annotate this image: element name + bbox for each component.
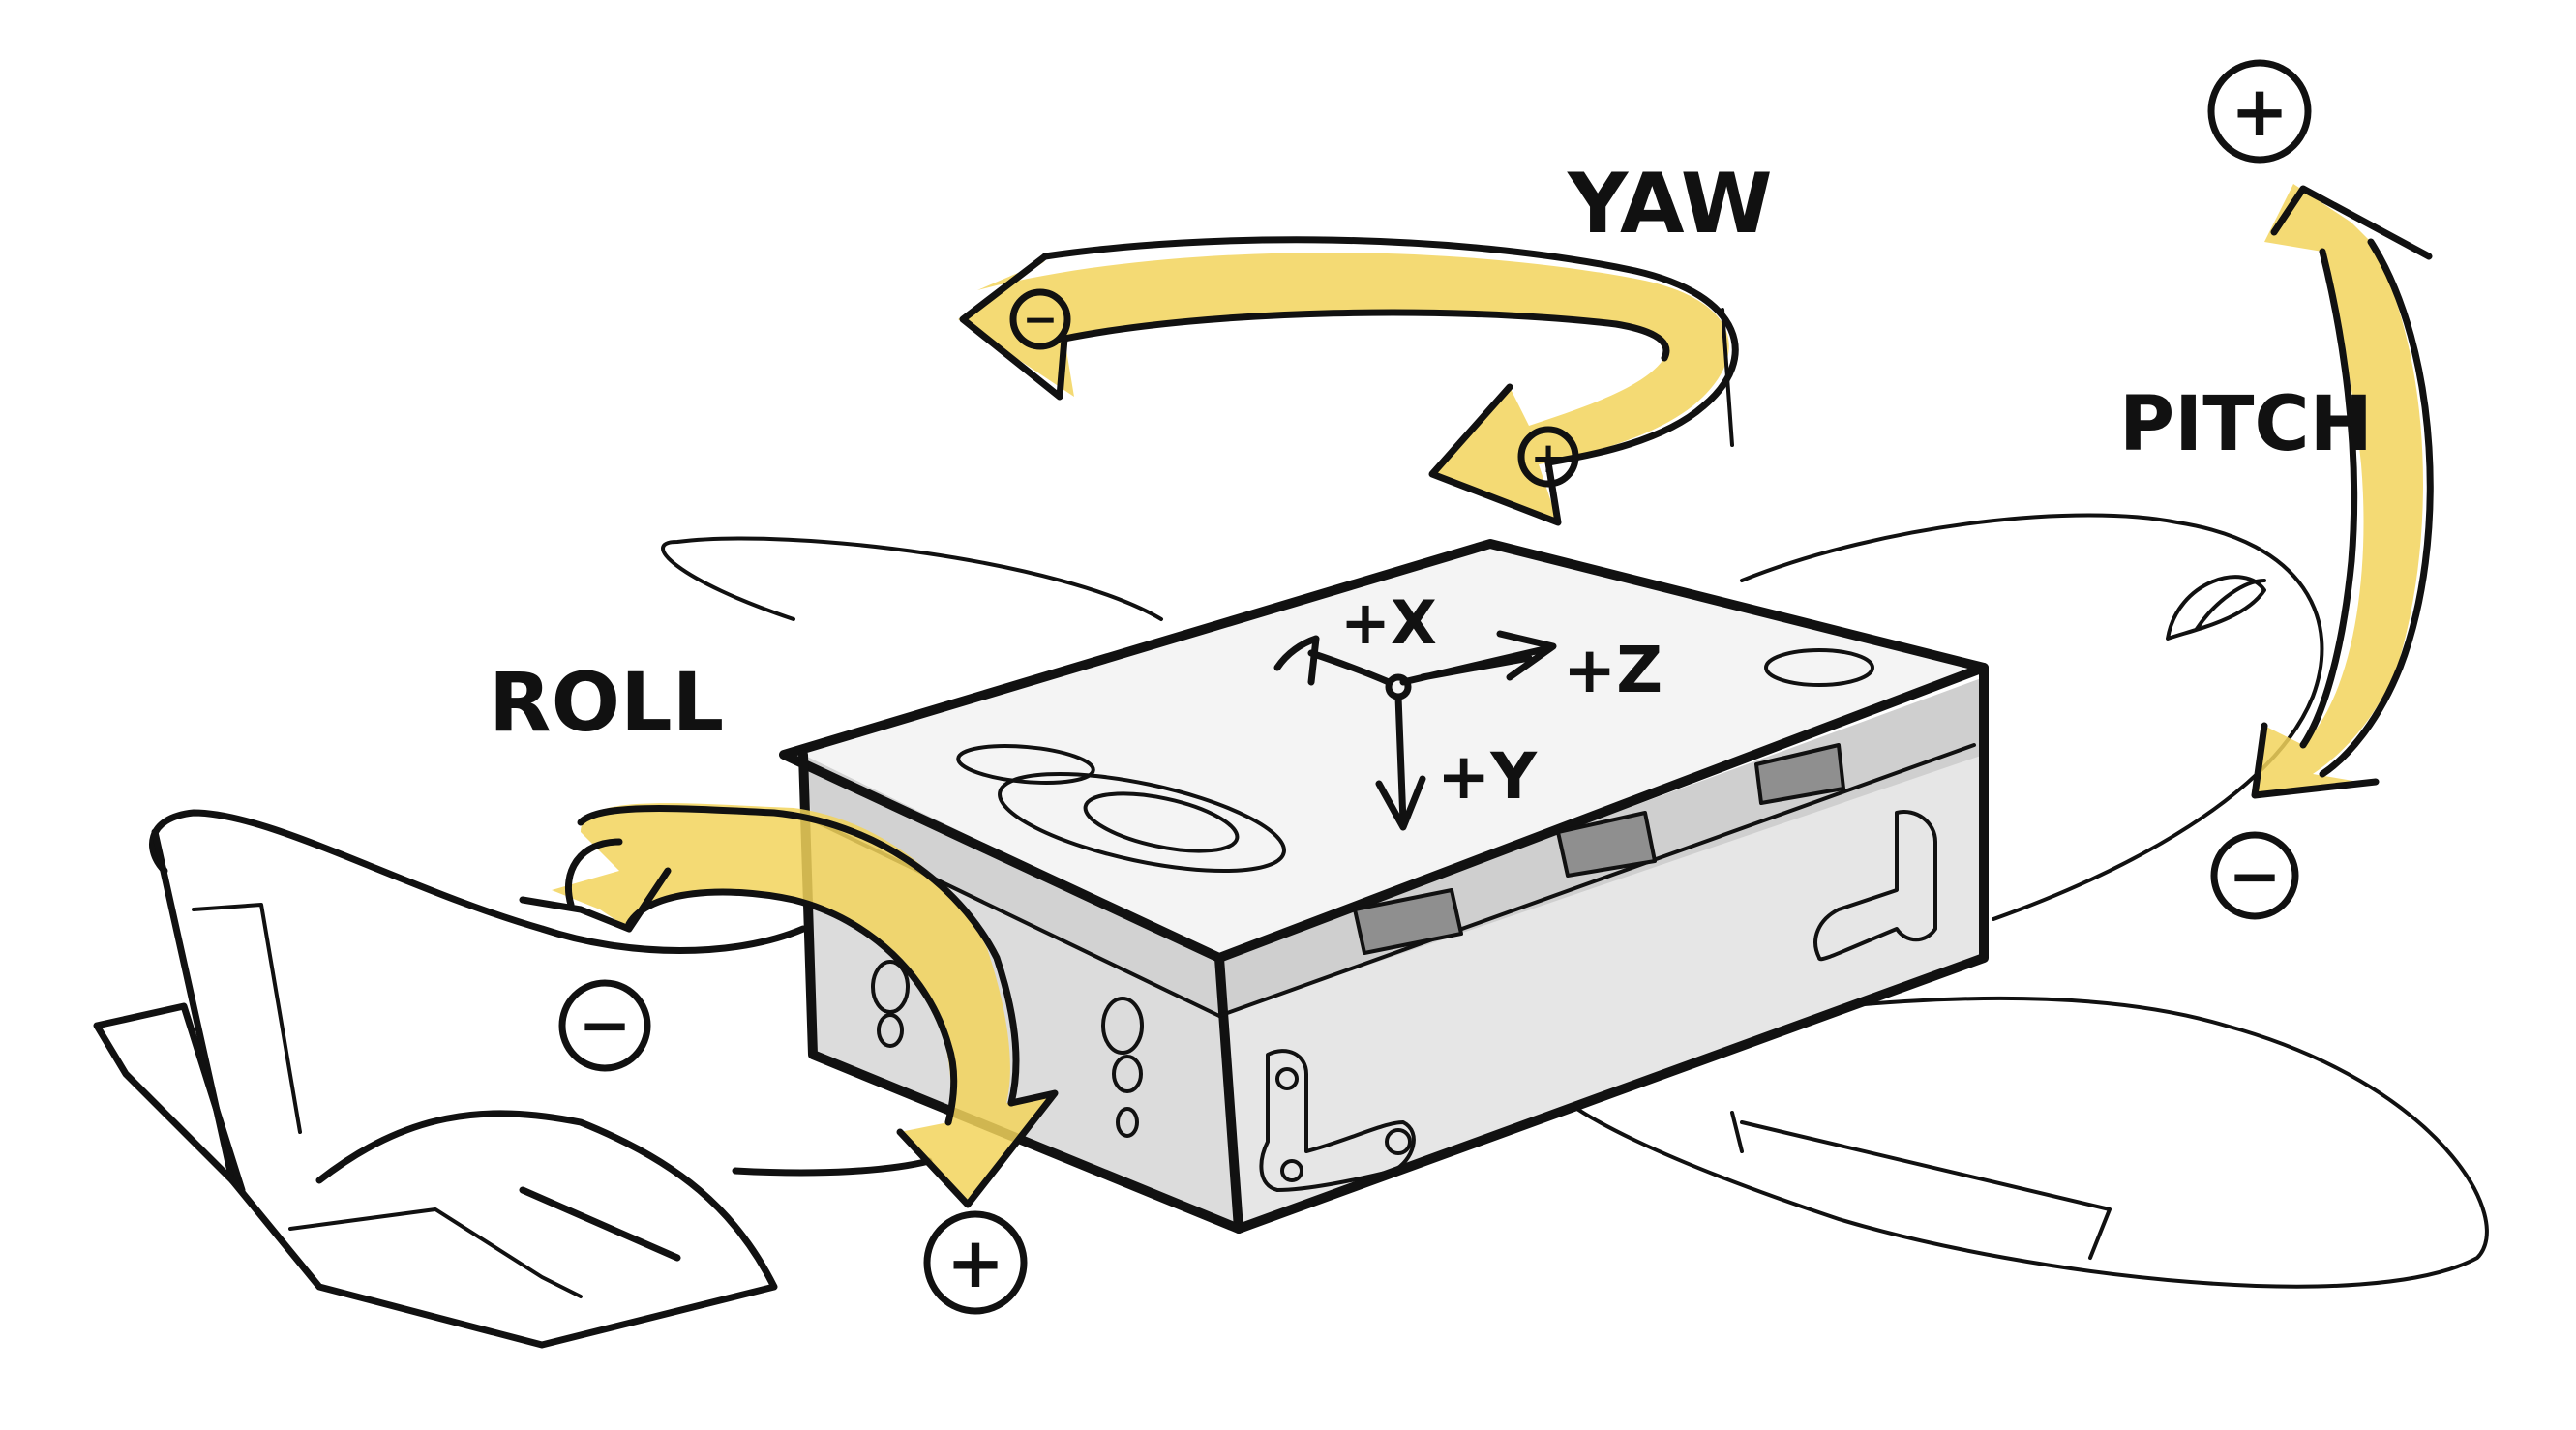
tail-fin-outline <box>151 828 778 1349</box>
yaw-arrow: − + YAW <box>958 156 1773 526</box>
axis-x-label: +X <box>1340 587 1437 658</box>
top-port-large <box>998 771 1286 874</box>
front-ports <box>1353 743 1845 955</box>
axis-x-arrow <box>1273 635 1393 686</box>
pitch-positive-symbol: + <box>2231 71 2289 152</box>
front-left-handle <box>1259 1049 1416 1192</box>
pitch-arrow: + − PITCH <box>2119 59 2434 920</box>
pitch-label: PITCH <box>2119 381 2373 468</box>
axis-y-label: +Y <box>1437 739 1538 814</box>
yaw-negative-sign <box>1009 288 1071 350</box>
box-front-face <box>1219 755 1984 1229</box>
axis-system: +X +Z +Y <box>1273 587 1662 831</box>
left-wing-outline <box>661 536 1163 621</box>
roll-positive-sign <box>923 1210 1028 1315</box>
aircraft-sketch <box>93 513 2489 1349</box>
roll-positive-symbol: + <box>946 1222 1004 1303</box>
roll-negative-symbol: − <box>578 988 631 1062</box>
pitch-arrow-fill <box>2255 184 2423 793</box>
roll-arrow: − + ROLL <box>489 655 1059 1315</box>
nose-outline <box>1740 513 2324 921</box>
pitch-negative-sign <box>2210 831 2299 920</box>
top-port-right <box>1764 648 1874 687</box>
axis-z-arrow <box>1399 630 1557 686</box>
box-top-face <box>784 542 1984 958</box>
pitch-positive-sign <box>2207 59 2312 164</box>
tail-stabilizer-outline <box>93 1002 246 1194</box>
front-right-handle <box>1813 810 1937 962</box>
axis-y-arrow <box>1375 693 1426 831</box>
top-port-left <box>956 744 1095 785</box>
tail-fuselage-outline <box>149 809 807 954</box>
roll-label: ROLL <box>489 655 724 750</box>
yaw-negative-symbol: − <box>1023 295 1059 344</box>
pitch-negative-symbol: − <box>2228 839 2281 913</box>
roll-negative-sign <box>558 979 651 1072</box>
axis-z-label: +Z <box>1563 633 1662 707</box>
right-wing-outline <box>1546 996 2489 1289</box>
roll-arrow-fill <box>552 803 1055 1200</box>
yaw-positive-symbol: + <box>1531 433 1567 483</box>
cockpit-outline <box>2166 575 2266 641</box>
yaw-arrow-fill <box>958 253 1729 522</box>
yaw-label: YAW <box>1567 156 1773 253</box>
yaw-positive-sign <box>1517 426 1579 488</box>
